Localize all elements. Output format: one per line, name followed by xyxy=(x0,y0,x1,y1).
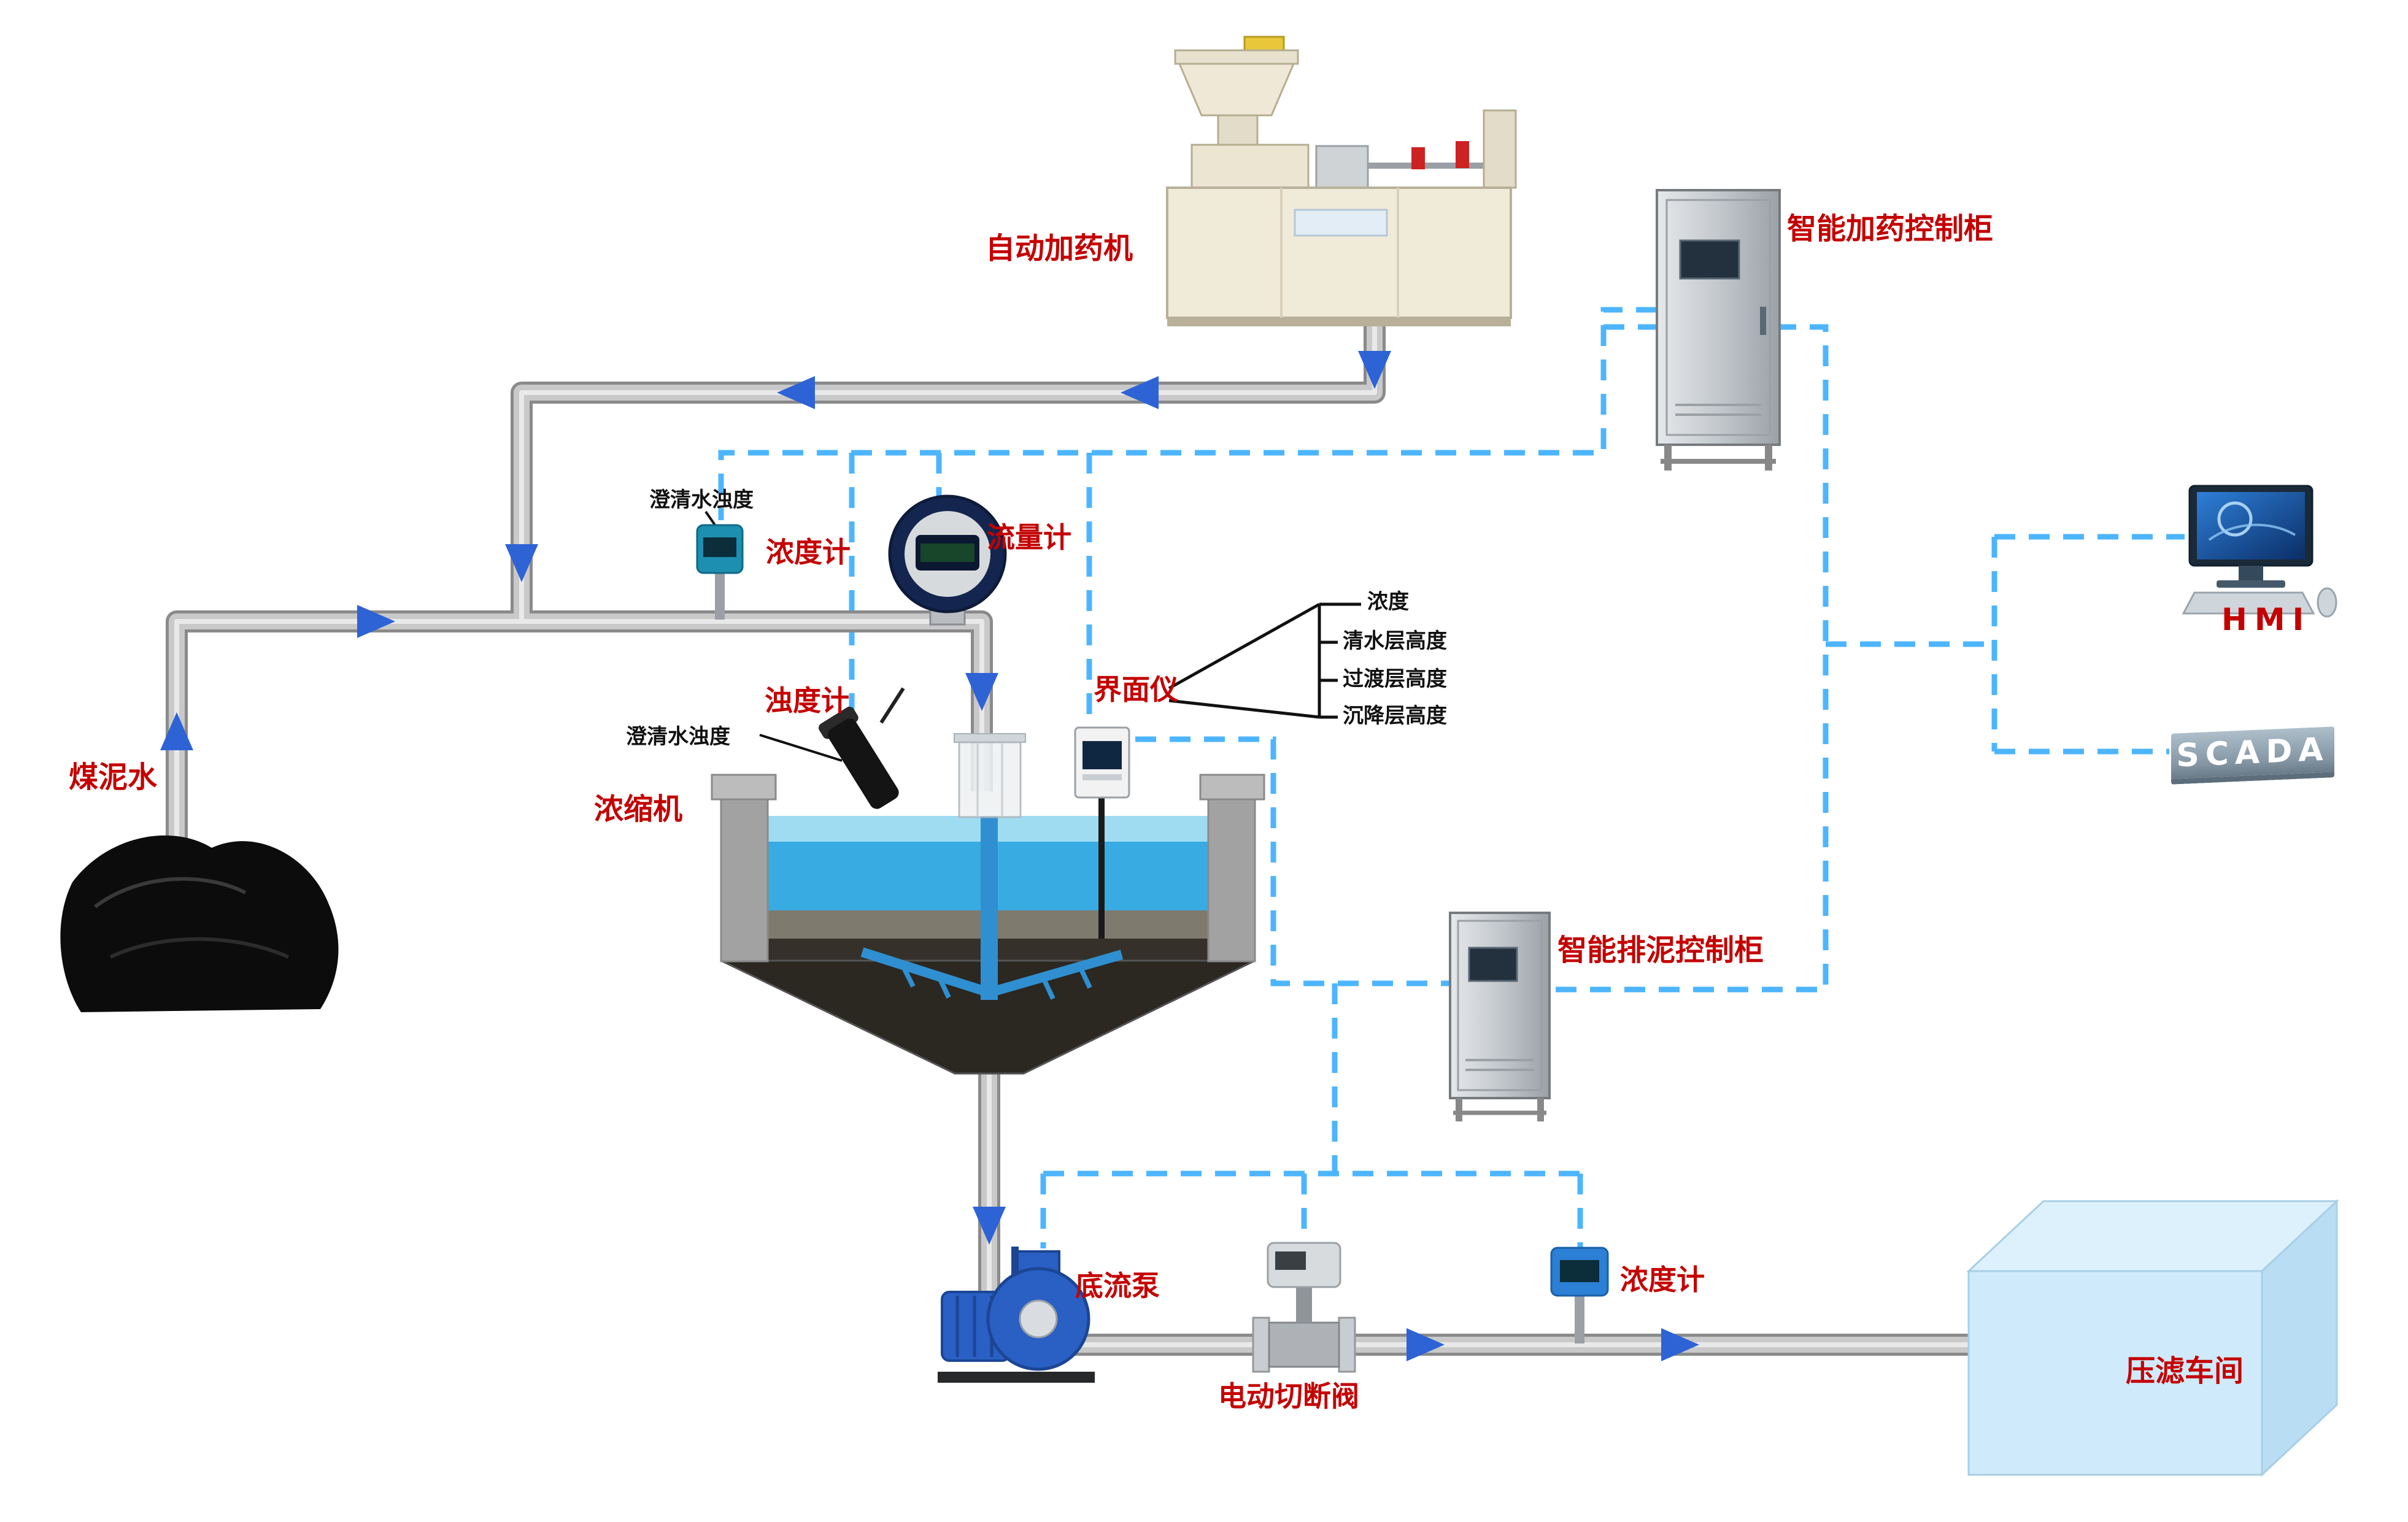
label-concentration-meter-bottom: 浓度计 xyxy=(1620,1263,1705,1296)
label-coal-slurry: 煤泥水 xyxy=(69,760,158,794)
label-clarified-water-turbidity-top: 澄清水浊度 xyxy=(649,488,754,512)
coal-pile xyxy=(60,835,339,1012)
filter-press-box xyxy=(1966,1199,2339,1477)
label-dosing-cabinet: 智能加药控制柜 xyxy=(1787,212,1994,246)
label-interface-param-settling-layer: 沉降层高度 xyxy=(1343,704,1447,728)
interface-callout xyxy=(1168,602,1361,719)
label-dosing-machine: 自动加药机 xyxy=(986,231,1133,266)
concentration-meter-top-device xyxy=(696,510,744,620)
label-concentration-meter-top: 浓度计 xyxy=(766,536,851,569)
concentration-meter-bottom-device xyxy=(1550,1247,1609,1343)
underflow-pump-device xyxy=(938,1247,1095,1383)
label-interface-param-concentration: 浓度 xyxy=(1367,590,1409,614)
turbidity-meter-device xyxy=(759,687,905,809)
flow-meter-device xyxy=(888,494,1007,626)
label-turbidity-meter: 浊度计 xyxy=(765,684,849,717)
dosing-cabinet-device xyxy=(1656,189,1781,471)
label-interface-param-clear-layer: 清水层高度 xyxy=(1343,629,1447,653)
hmi-device xyxy=(2182,485,2337,618)
label-sludge-cabinet: 智能排泥控制柜 xyxy=(1557,933,1764,967)
label-electric-shutoff-valve: 电动切断阀 xyxy=(1218,1380,1359,1413)
label-interface-param-transition-layer: 过渡层高度 xyxy=(1343,667,1447,691)
label-filter-press-workshop: 压滤车间 xyxy=(2126,1354,2244,1388)
label-thickener: 浓缩机 xyxy=(594,792,683,826)
label-scada: SCADA xyxy=(2176,731,2329,775)
thickener-tank xyxy=(711,733,1265,1075)
label-underflow-pump: 底流泵 xyxy=(1075,1269,1160,1302)
interface-meter-device xyxy=(1074,726,1130,939)
signal-lines xyxy=(718,307,2185,1250)
label-hmi: HMI xyxy=(2221,602,2312,637)
label-flow-meter: 流量计 xyxy=(987,521,1071,554)
dosing-machine-device xyxy=(1166,36,1517,326)
scada-badge: SCADA xyxy=(2171,726,2334,785)
shutoff-valve-device xyxy=(1252,1242,1356,1373)
label-clarified-water-turbidity-mid: 澄清水浊度 xyxy=(626,724,730,749)
label-interface-meter: 界面仪 xyxy=(1094,673,1178,706)
sludge-cabinet-device xyxy=(1449,912,1551,1121)
